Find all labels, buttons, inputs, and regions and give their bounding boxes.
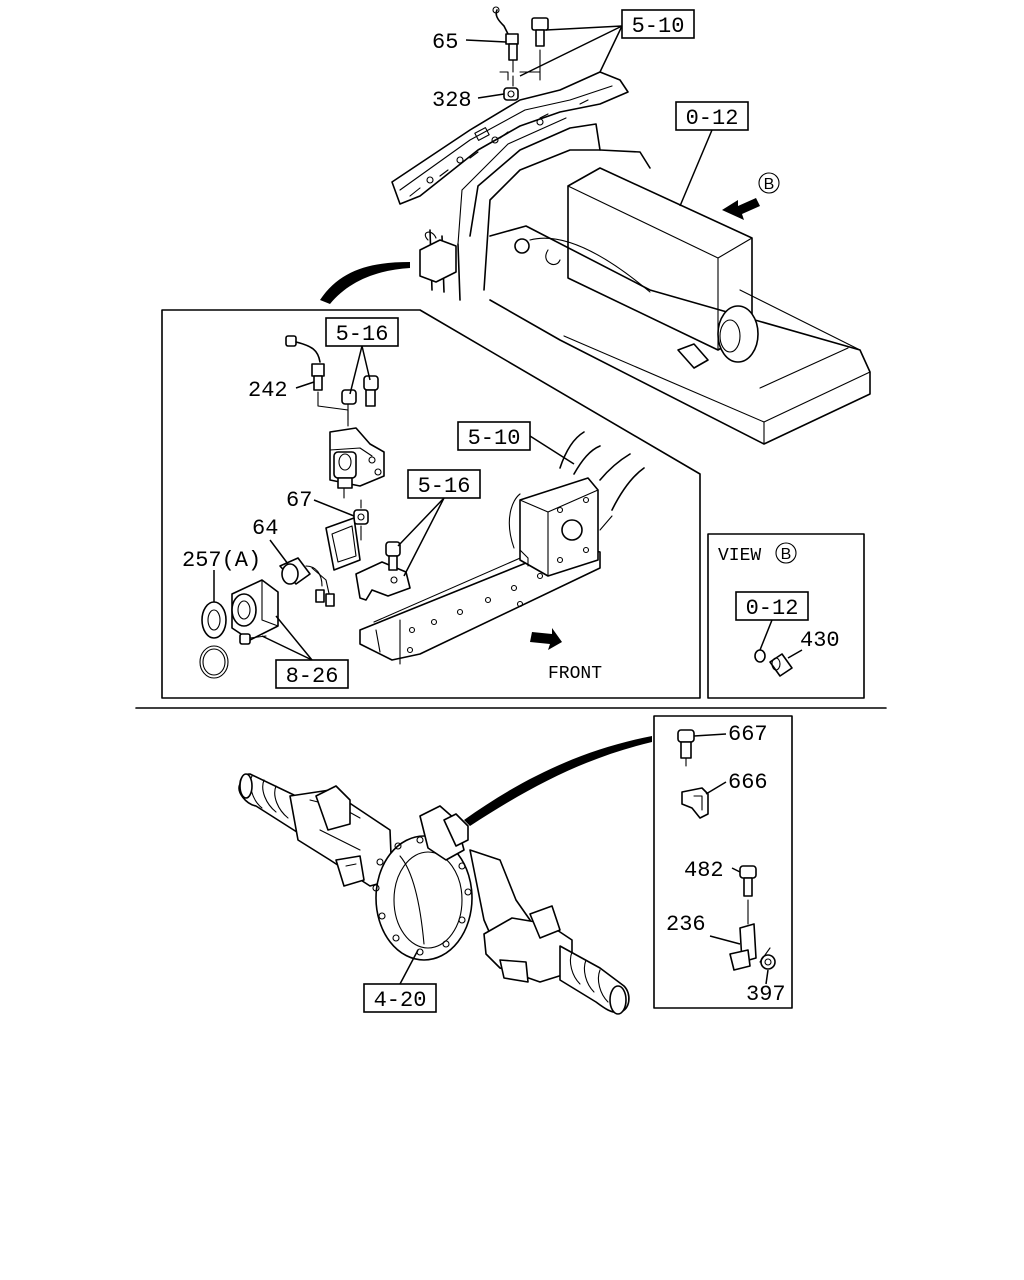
axle-detail-frame [653, 715, 793, 1009]
mount-plate [325, 517, 411, 601]
label-64: 64 [252, 516, 278, 541]
part-bolt-b [363, 375, 379, 407]
label-430: 430 [800, 628, 840, 653]
label-67: 67 [286, 488, 312, 513]
part-bolt-top [531, 17, 549, 47]
callout-0-12-view-text: 0-12 [746, 596, 799, 621]
top-frame-illustration [320, 71, 871, 445]
label-257: 257(A) [182, 548, 261, 573]
part-bolt-a [341, 389, 357, 421]
label-667: 667 [728, 722, 768, 747]
part-8-26-pto-assembly [231, 579, 279, 645]
part-65-sensor [492, 6, 519, 73]
callout-5-16-b: 5-16 [407, 469, 481, 499]
view-b-circle-icon [775, 542, 797, 564]
part-236-bracket [729, 899, 757, 971]
callout-4-20: 4-20 [363, 983, 437, 1013]
part-bolt-c [385, 541, 401, 571]
part-667-bolt [677, 729, 695, 767]
callout-5-10-top-text: 5-10 [632, 14, 685, 39]
label-397: 397 [746, 982, 786, 1007]
label-236: 236 [666, 912, 706, 937]
label-666: 666 [728, 770, 768, 795]
view-b-frame [707, 533, 865, 699]
callout-5-10-mid: 5-10 [457, 421, 531, 451]
arrow-b-letter: B [764, 176, 775, 193]
part-328-nut [503, 87, 519, 101]
callout-8-26-text: 8-26 [286, 664, 339, 689]
callout-8-26: 8-26 [275, 659, 349, 689]
front-label: FRONT [548, 664, 602, 684]
part-430-plug [754, 649, 793, 677]
callout-4-20-text: 4-20 [374, 988, 427, 1013]
part-64-switch [279, 557, 335, 607]
label-65: 65 [432, 30, 458, 55]
detail-frame [161, 309, 701, 699]
front-arrow-icon [530, 628, 562, 650]
callout-5-16-b-text: 5-16 [418, 474, 471, 499]
label-242: 242 [248, 378, 288, 403]
callout-0-12-top: 0-12 [675, 101, 749, 131]
callout-0-12-top-text: 0-12 [686, 106, 739, 131]
part-257-cap [199, 601, 229, 679]
callout-5-16-a: 5-16 [325, 317, 399, 347]
label-328: 328 [432, 88, 472, 113]
arrow-b-circle-icon [758, 172, 780, 194]
view-label: VIEW [718, 546, 761, 566]
callout-0-12-view: 0-12 [735, 591, 809, 621]
switch-bracket [329, 427, 385, 499]
part-666-clip [681, 787, 709, 819]
part-482-bolt [739, 865, 757, 897]
part-397-nut [759, 947, 776, 970]
view-b-arrow-icon [722, 198, 760, 220]
callout-5-10-top: 5-10 [621, 9, 695, 39]
view-b-letter: B [781, 546, 792, 563]
label-482: 482 [684, 858, 724, 883]
part-242-sensor [285, 335, 349, 427]
rear-axle-illustration [238, 736, 652, 1015]
part-67-nut [353, 509, 369, 525]
callout-5-16-a-text: 5-16 [336, 322, 389, 347]
detail-frame-rail [359, 431, 645, 665]
callout-5-10-mid-text: 5-10 [468, 426, 521, 451]
